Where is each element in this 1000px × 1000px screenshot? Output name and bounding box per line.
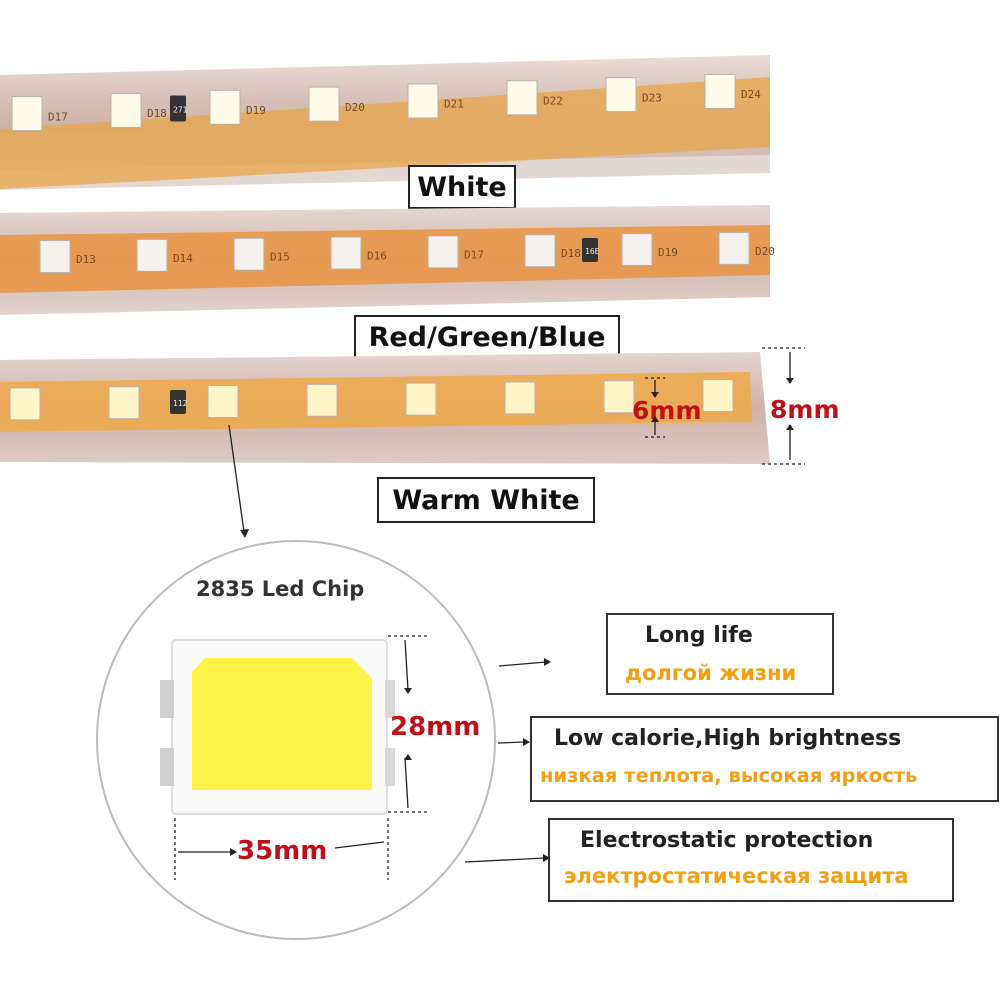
strip-white-led bbox=[506, 80, 538, 116]
feature-box-brightness: Low calorie,High brightness низкая тепло… bbox=[530, 716, 999, 802]
strip-rgb-led bbox=[136, 238, 168, 272]
strip-rgb-led-mark: D19 bbox=[658, 246, 678, 259]
feature-box-long-life: Long life долгой жизни bbox=[606, 613, 834, 695]
strip-warm-resistor bbox=[170, 389, 186, 414]
strip-rgb-led-mark: D18 bbox=[561, 247, 581, 260]
feature-brightness-en: Low calorie,High brightness bbox=[554, 726, 902, 751]
strip-warm-graphic: 112 bbox=[0, 352, 770, 464]
strip-warm-led bbox=[207, 385, 239, 419]
strip-white-led bbox=[110, 92, 142, 128]
strip-white-led-mark: D17 bbox=[48, 110, 68, 123]
strip-rgb-led-mark: D15 bbox=[270, 251, 290, 264]
strip-white-led-mark: D18 bbox=[147, 107, 167, 120]
strip-rgb-resistor bbox=[582, 238, 598, 263]
strip-warm-led bbox=[9, 387, 41, 421]
strip-rgb-led bbox=[621, 233, 653, 267]
strip-warm-led bbox=[306, 383, 338, 417]
feature-box-electrostatic: Electrostatic protection электростатичес… bbox=[548, 818, 954, 902]
strip-label-rgb: Red/Green/Blue bbox=[354, 315, 620, 359]
strip-rgb-led-mark: D17 bbox=[464, 248, 484, 261]
strip-warm-led bbox=[702, 379, 734, 413]
strip-label-white: White bbox=[408, 165, 516, 209]
strip-warm-led bbox=[405, 382, 437, 416]
feature-electrostatic-en: Electrostatic protection bbox=[580, 828, 874, 853]
strip-label-warm-white: Warm White bbox=[377, 477, 595, 523]
strip-rgb-led-mark: D16 bbox=[367, 249, 387, 262]
strip-warm-white: 112 bbox=[0, 352, 770, 467]
strip-white-led-mark: D19 bbox=[246, 104, 266, 117]
strip-white-led-mark: D24 bbox=[741, 88, 761, 101]
strip-rgb-led bbox=[39, 240, 71, 274]
strip-white-led bbox=[605, 77, 637, 113]
strip-rgb-resistor-mark: 16E bbox=[585, 247, 600, 256]
feature-electrostatic-ru: электростатическая защита bbox=[564, 864, 909, 888]
outer-width-label: 8mm bbox=[770, 395, 840, 424]
strip-rgb-led bbox=[233, 237, 265, 271]
inner-width-label: 6mm bbox=[632, 396, 702, 425]
strip-warm-led bbox=[108, 386, 140, 420]
strip-rgb-led-mark: D20 bbox=[755, 245, 775, 258]
chip-width-label: 35mm bbox=[237, 836, 328, 866]
strip-rgb-led bbox=[330, 236, 362, 270]
strip-white-led-mark: D23 bbox=[642, 91, 662, 104]
strip-white-led-mark: D20 bbox=[345, 101, 365, 114]
strip-rgb-led bbox=[524, 234, 556, 268]
strip-rgb-led-mark: D13 bbox=[76, 253, 96, 266]
strip-white-led bbox=[209, 89, 241, 125]
strip-rgb-led bbox=[427, 235, 459, 269]
strip-rgb-graphic: D13 D14 D15 D16 D17 D18 D19 D20 16E bbox=[0, 205, 775, 315]
strip-warm-led bbox=[504, 381, 536, 415]
strip-white-led bbox=[308, 86, 340, 122]
strip-rgb-led bbox=[718, 231, 750, 265]
strip-white: D17 D18 D19 D20 D21 D22 D23 D24 271 bbox=[0, 55, 770, 190]
chip-height-label: 28mm bbox=[390, 712, 481, 742]
strip-rgb-led-mark: D14 bbox=[173, 252, 193, 265]
strip-white-led bbox=[407, 83, 439, 119]
strip-white-led bbox=[704, 73, 736, 109]
strip-warm-resistor-mark: 112 bbox=[173, 399, 188, 408]
chip-title: 2835 Led Chip bbox=[196, 577, 365, 601]
strip-rgb: D13 D14 D15 D16 D17 D18 D19 D20 16E bbox=[0, 205, 775, 315]
strip-white-resistor bbox=[170, 95, 186, 122]
feature-brightness-ru: низкая теплота, высокая яркость bbox=[540, 764, 918, 787]
feature-long-life-en: Long life bbox=[645, 623, 753, 648]
strip-white-led-mark: D22 bbox=[543, 95, 563, 108]
feature-long-life-ru: долгой жизни bbox=[625, 661, 797, 685]
strip-white-resistor-mark: 271 bbox=[173, 106, 188, 115]
strip-white-led bbox=[11, 96, 43, 132]
strip-white-graphic: D17 D18 D19 D20 D21 D22 D23 D24 271 bbox=[0, 55, 770, 190]
strip-white-led-mark: D21 bbox=[444, 98, 464, 111]
strip-warm-led bbox=[603, 380, 635, 414]
